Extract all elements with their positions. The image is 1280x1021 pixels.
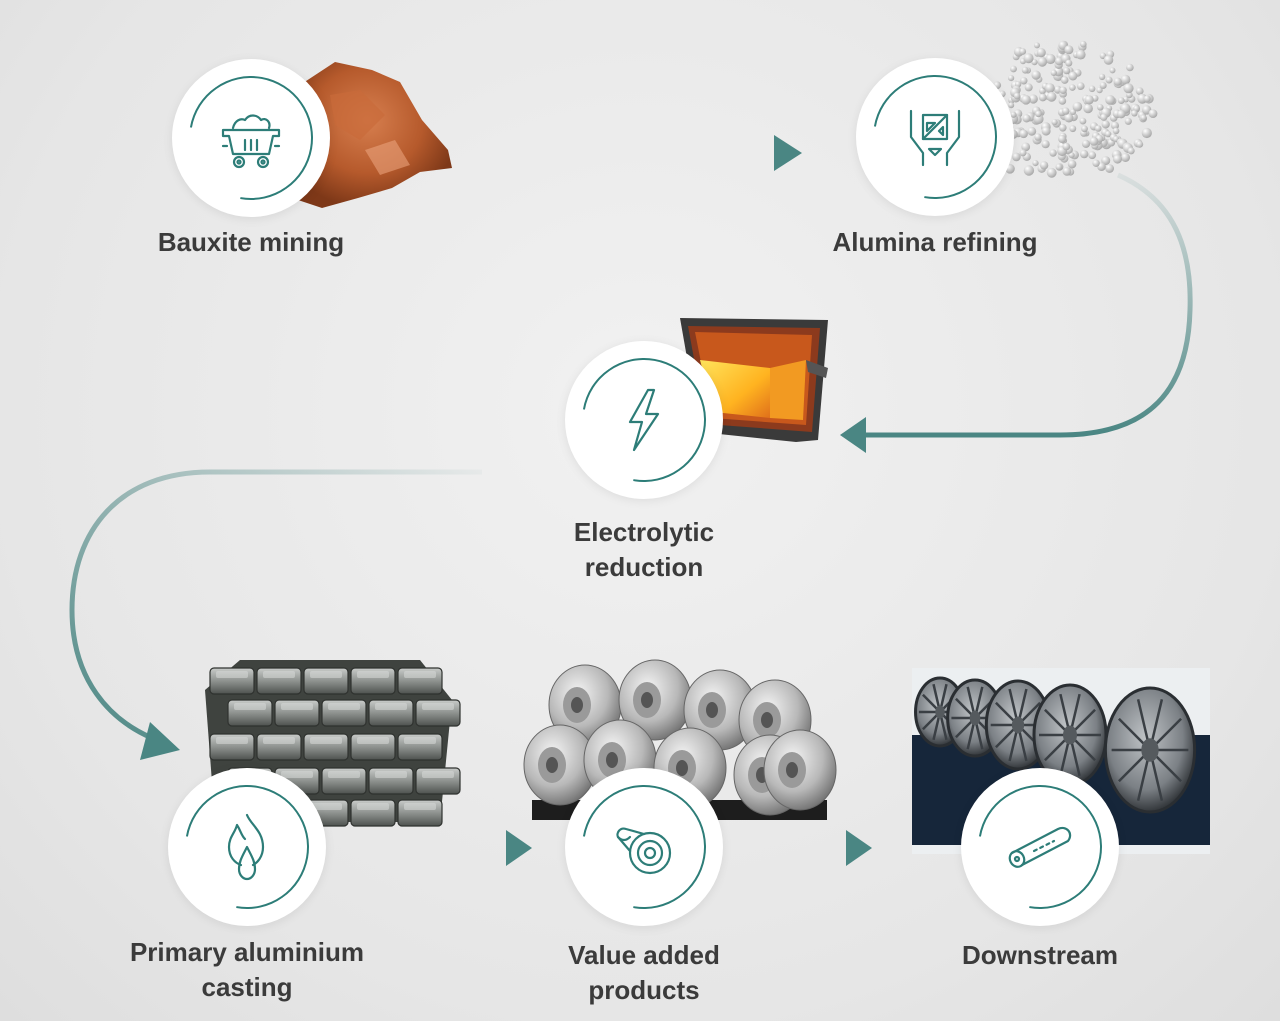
downstream-label: Downstream: [961, 940, 1119, 970]
bauxite-mining-node: [164, 51, 338, 225]
coil-icon: [616, 827, 672, 875]
alloy-wheels-image: [912, 668, 1210, 854]
bauxite-ore-image: [298, 62, 452, 208]
value-added-node: [557, 760, 731, 934]
arrow-alumina-to-electrolytic: [840, 172, 1193, 453]
refinery-funnel-icon: [909, 109, 961, 167]
arrow-electrolytic-to-casting: [69, 469, 482, 760]
primary-casting-node: [160, 760, 334, 934]
arrow-casting-to-value-added: [405, 830, 532, 866]
alumina-refining-node: [848, 50, 1022, 224]
value-added-label: Value added products: [568, 940, 720, 1005]
aluminium-coils-image: [523, 659, 837, 820]
rolled-sheet-icon: [1008, 826, 1072, 868]
flame-drop-icon: [227, 813, 265, 881]
bauxite-mining-label: Bauxite mining: [157, 227, 345, 257]
alumina-refining-label: Alumina refining: [832, 227, 1038, 257]
arrow-value-added-to-downstream: [745, 830, 872, 866]
mine-cart-icon: [221, 114, 281, 169]
lightning-icon: [628, 388, 660, 452]
arrow-bauxite-to-alumina: [482, 135, 802, 171]
primary-casting-label: Primary aluminium casting: [129, 937, 365, 1002]
downstream-node: [953, 760, 1127, 934]
electrolytic-reduction-label: Electrolytic reduction: [573, 517, 715, 582]
alumina-pellets-image: [969, 40, 1158, 178]
electrolytic-reduction-node: [557, 333, 731, 507]
